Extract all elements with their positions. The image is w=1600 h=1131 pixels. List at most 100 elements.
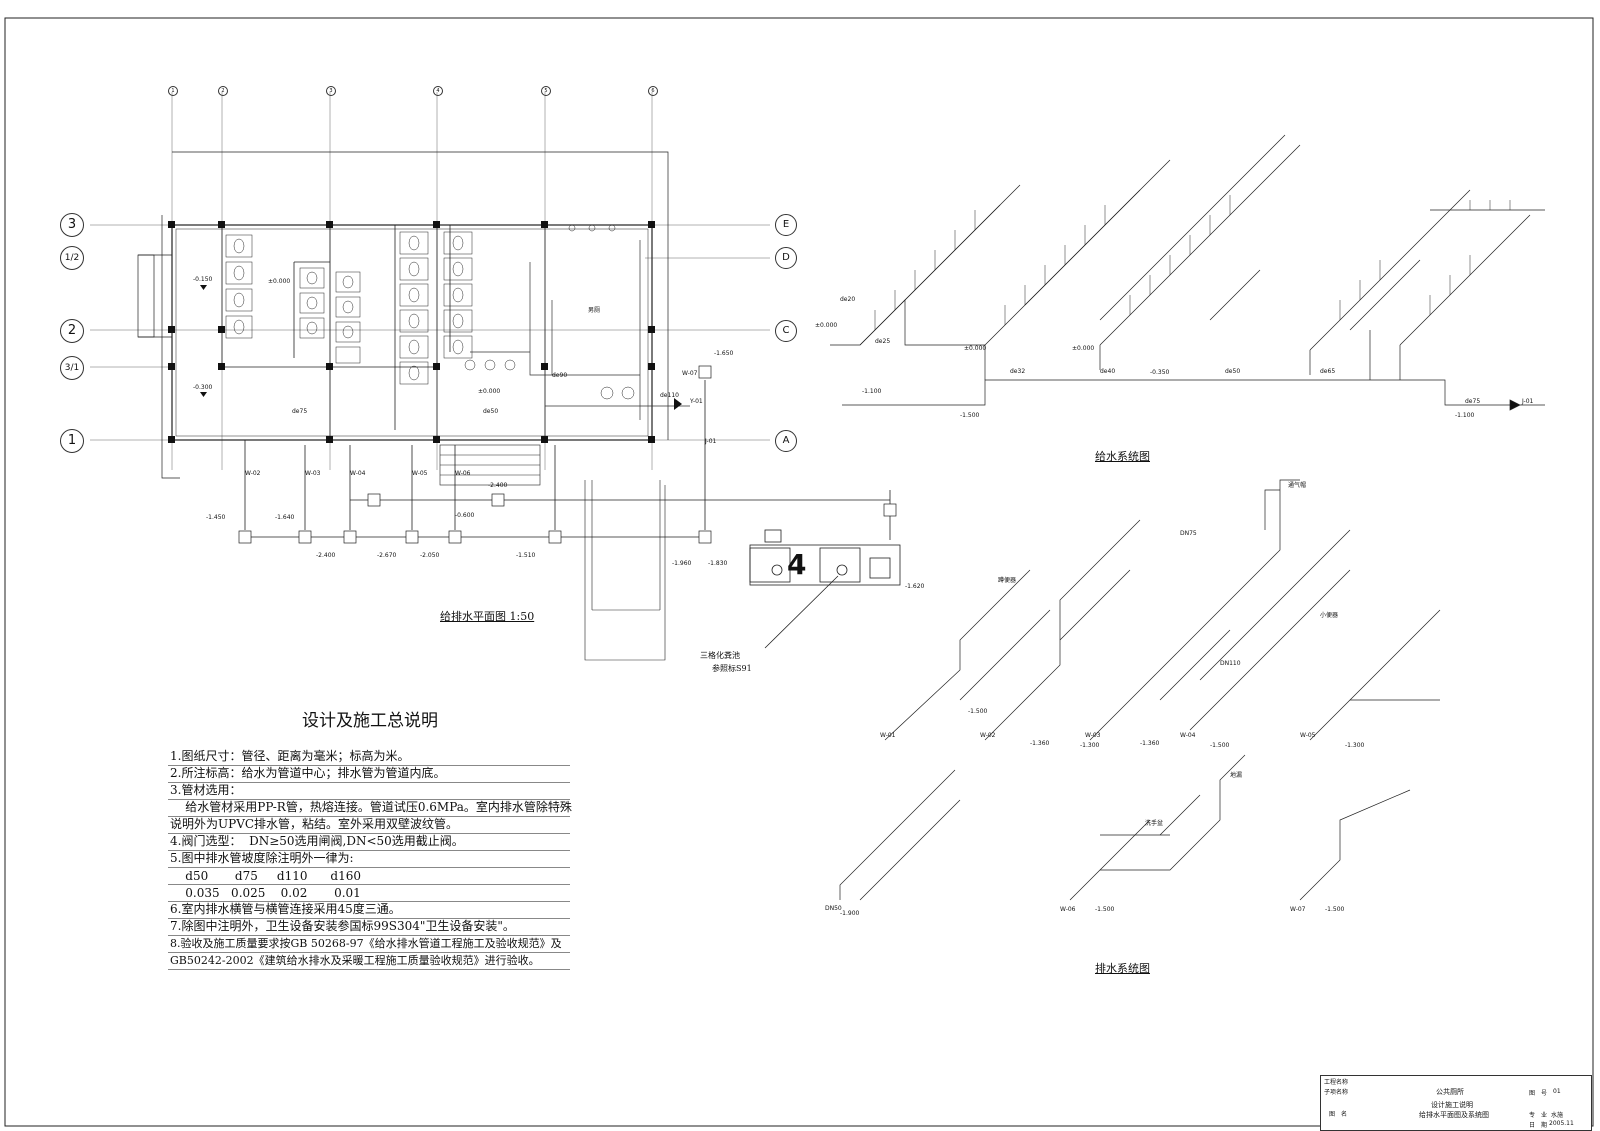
title-block: 工程名称 子项名称 图 名 公共厕所 设计施工说明 给排水平面图及系统图 图 号… xyxy=(1320,1075,1592,1131)
sewer-level: -1.450 xyxy=(206,514,226,521)
water-pipe-label: de50 xyxy=(1225,368,1241,375)
note-line: 3.管材选用： xyxy=(168,782,570,800)
outlet-label: W-03 xyxy=(305,470,321,477)
row-marker: 1/2 xyxy=(60,246,84,270)
sewer-level: -2.670 xyxy=(377,552,397,559)
subproject-label: 子项名称 xyxy=(1324,1089,1349,1096)
sewer-level: -1.640 xyxy=(275,514,295,521)
plan-level: -0.150 xyxy=(193,276,213,283)
plan-title: 给排水平面图 1:50 xyxy=(440,610,535,623)
drainage-diagram xyxy=(839,479,1441,901)
drain-level: -1.300 xyxy=(1345,742,1365,749)
col-marker: 2 xyxy=(218,86,228,96)
note-line: 0.035 0.025 0.02 0.01 xyxy=(168,884,570,902)
water-pipe-label: de65 xyxy=(1320,368,1336,375)
fixture-label: 小便器 xyxy=(1320,612,1339,619)
tank-label: 三格化粪池 xyxy=(700,651,740,660)
drawing-number: 01 xyxy=(1553,1088,1561,1095)
drain-level: -1.300 xyxy=(1080,742,1100,749)
pipe-label: de90 xyxy=(552,372,568,379)
sewer-level: -2.400 xyxy=(488,482,508,489)
note-line: GB50242-2002《建筑给水排水及采暖工程施工质量验收规范》进行验收。 xyxy=(168,952,570,970)
drain-level: -1.500 xyxy=(968,708,988,715)
col-marker: 5 xyxy=(541,86,551,96)
water-pipe-label: de40 xyxy=(1100,368,1116,375)
project-label: 工程名称 xyxy=(1324,1079,1349,1086)
note-line: 给水管材采用PP-R管，热熔连接。管道试压0.6MPa。室内排水管除特殊 xyxy=(168,799,572,817)
notes-title: 设计及施工总说明 xyxy=(302,711,438,731)
drain-pipe-label: DN75 xyxy=(1180,530,1197,537)
drain-stack-label: W-01 xyxy=(880,732,896,739)
outlet-label: W-05 xyxy=(412,470,428,477)
drain-level: -1.500 xyxy=(1095,906,1115,913)
note-line: 1.图纸尺寸：管径、距离为毫米；标高为米。 xyxy=(168,748,570,766)
sewer-level: -1.830 xyxy=(708,560,728,567)
col-marker: 4 xyxy=(433,86,443,96)
water-inlet-label: J-01 xyxy=(1522,398,1534,405)
note-line: 6.室内排水横管与横管连接采用45度三通。 xyxy=(168,901,570,919)
water-level: ±0.000 xyxy=(815,322,838,329)
discipline: 水施 xyxy=(1551,1112,1564,1119)
outlet-label: W-04 xyxy=(350,470,366,477)
plan-level: ±0.000 xyxy=(268,278,291,285)
drain-stack-label: W-02 xyxy=(980,732,996,739)
water-level: -1.100 xyxy=(1455,412,1475,419)
water-pipe-label: de25 xyxy=(875,338,891,345)
water-level: -1.100 xyxy=(862,388,882,395)
note-line: 说明外为UPVC排水管，粘结。室外采用双壁波纹管。 xyxy=(168,816,570,834)
row-marker: 3 xyxy=(60,213,84,237)
outlet-label: W-07 xyxy=(682,370,698,377)
project-name: 公共厕所 xyxy=(1436,1088,1464,1096)
axis-marker: C xyxy=(775,320,797,342)
water-pipe-label: de32 xyxy=(1010,368,1026,375)
water-level: ±0.000 xyxy=(1072,345,1095,352)
sewer-level: -2.050 xyxy=(420,552,440,559)
water-pipe-label: de75 xyxy=(1465,398,1481,405)
date: 2005.11 xyxy=(1549,1120,1574,1127)
col-marker: 6 xyxy=(648,86,658,96)
note-line: d50 d75 d110 d160 xyxy=(168,867,570,885)
fixture-label: 洗手盆 xyxy=(1145,820,1164,827)
col-marker: 3 xyxy=(326,86,336,96)
water-level: ±0.000 xyxy=(964,345,987,352)
plan-level: -1.650 xyxy=(714,350,734,357)
water-level: -1.500 xyxy=(960,412,980,419)
water-pipe-label: de20 xyxy=(840,296,856,303)
tank-mark: 4 xyxy=(787,548,807,581)
outlet-label: W-02 xyxy=(245,470,261,477)
pipe-label: de110 xyxy=(660,392,679,399)
outlet-label: J-01 xyxy=(705,438,717,445)
drain-system-title: 排水系统图 xyxy=(1095,962,1150,975)
discipline-label: 专 业 xyxy=(1529,1112,1548,1119)
drain-stack-label: W-04 xyxy=(1180,732,1196,739)
outlet-label: Y-01 xyxy=(690,398,703,405)
plan-level: -0.300 xyxy=(193,384,213,391)
col-marker: 1 xyxy=(168,86,178,96)
drain-level: -1.500 xyxy=(1325,906,1345,913)
drain-stack-label: W-06 xyxy=(1060,906,1076,913)
note-line: 5.图中排水管坡度除注明外一律为: xyxy=(168,850,570,868)
plan-level: -0.600 xyxy=(455,512,475,519)
note-line: 4.阀门选型： DN≥50选用闸阀,DN<50选用截止阀。 xyxy=(168,833,570,851)
row-marker: 3/1 xyxy=(60,356,84,380)
row-marker: 2 xyxy=(60,319,84,343)
pipe-label: de50 xyxy=(483,408,499,415)
sewer-level: -1.960 xyxy=(672,560,692,567)
axis-marker: E xyxy=(775,214,797,236)
axis-marker: A xyxy=(775,430,797,452)
pipe-label: de75 xyxy=(292,408,308,415)
drain-level: -1.500 xyxy=(1210,742,1230,749)
drain-level: -1.900 xyxy=(840,910,860,917)
drain-pipe-label: DN110 xyxy=(1220,660,1241,667)
drain-stack-label: W-05 xyxy=(1300,732,1316,739)
fixture-label: 蹲便器 xyxy=(998,577,1017,584)
sewer-level: -1.510 xyxy=(516,552,536,559)
room-label: 男厕 xyxy=(588,307,601,314)
note-line: 7.除图中注明外，卫生设备安装参国标99S304"卫生设备安装"。 xyxy=(168,918,570,936)
drain-pipe-label: DN50 xyxy=(825,905,842,912)
date-label: 日 期 xyxy=(1529,1122,1548,1129)
plan-level: ±0.000 xyxy=(478,388,501,395)
row-marker: 1 xyxy=(60,429,84,453)
vent-label: 通气帽 xyxy=(1288,482,1307,489)
